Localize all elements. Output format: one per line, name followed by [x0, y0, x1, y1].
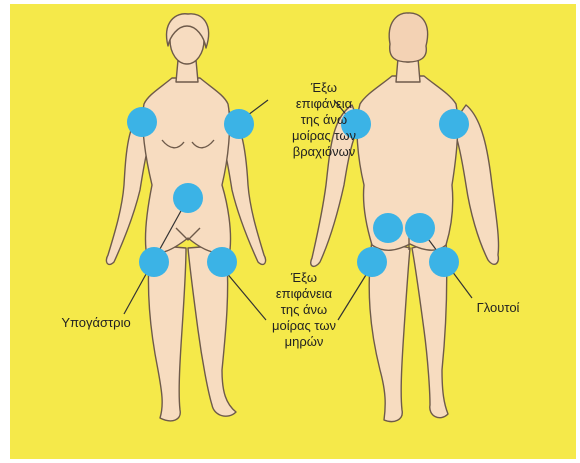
label-thighs-line: μηρών — [248, 334, 360, 350]
site-front-left-upper-arm — [224, 109, 254, 139]
label-thighs-line: Έξω — [248, 270, 360, 286]
site-front-left-thigh — [207, 247, 237, 277]
front-torso — [143, 78, 231, 253]
label-upper-arms-line: της άνω — [268, 112, 380, 128]
site-back-right-upper-arm — [439, 109, 469, 139]
site-front-right-upper-arm — [127, 107, 157, 137]
back-hair — [389, 13, 427, 62]
site-right-glute — [405, 213, 435, 243]
site-left-glute — [373, 213, 403, 243]
site-back-left-thigh — [357, 247, 387, 277]
site-back-right-thigh — [429, 247, 459, 277]
label-thighs: Έξω επιφάνεια της άνω μοίρας των μηρών — [248, 270, 360, 350]
label-upper-arms-line: επιφάνεια — [268, 96, 380, 112]
label-thighs-line: της άνω — [248, 302, 360, 318]
label-hypogastrium-text: Υπογάστριο — [46, 315, 146, 331]
label-upper-arms: Έξω επιφάνεια της άνω μοίρας των βραχιόν… — [268, 80, 380, 160]
back-figure — [311, 13, 499, 422]
label-thighs-line: επιφάνεια — [248, 286, 360, 302]
label-glutes: Γλουτοί — [458, 300, 538, 316]
site-front-right-thigh — [139, 247, 169, 277]
label-upper-arms-line: βραχιόνων — [268, 144, 380, 160]
label-glutes-text: Γλουτοί — [458, 300, 538, 316]
label-upper-arms-line: Έξω — [268, 80, 380, 96]
label-thighs-line: μοίρας των — [248, 318, 360, 334]
label-upper-arms-line: μοίρας των — [268, 128, 380, 144]
front-figure — [106, 14, 265, 421]
site-hypogastrium — [173, 183, 203, 213]
label-hypogastrium: Υπογάστριο — [46, 315, 146, 331]
